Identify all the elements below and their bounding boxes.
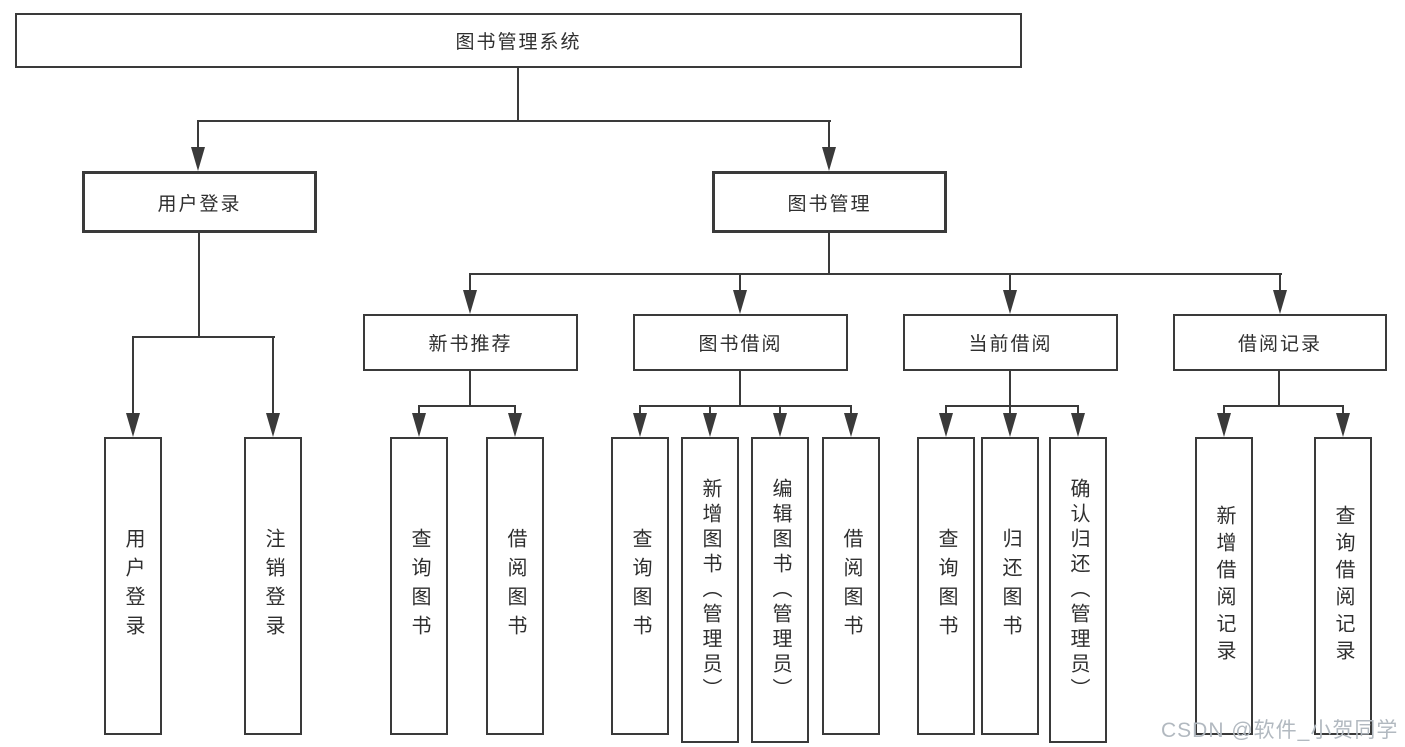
connector-new-books-stem (469, 273, 471, 293)
csdn-watermark: CSDN @软件_小贺同学 (1161, 719, 1399, 742)
connector-book-borrow-stem (739, 273, 741, 293)
leaf-query-books-1: 查询图书 (390, 437, 448, 735)
connector-borrow-records-stem (1279, 273, 1281, 293)
connector-stem (1009, 405, 1011, 417)
connector-book-mgmt-down (828, 233, 830, 275)
connector-user-login-down (198, 233, 200, 338)
arrowhead-book-borrow (733, 290, 747, 314)
node-root: 图书管理系统 (15, 13, 1022, 68)
node-book-borrow: 图书借阅 (633, 314, 848, 371)
leaf-query-books-2-label: 查询图书 (629, 528, 651, 644)
connector-stem (1077, 405, 1079, 417)
leaf-add-books-label: 新增图书（管理员） (699, 477, 721, 703)
arrowhead-leaf-logout (266, 413, 280, 437)
connector-stem (1342, 405, 1344, 417)
node-root-label: 图书管理系统 (455, 32, 582, 53)
leaf-logout-label: 注销登录 (262, 528, 284, 644)
leaf-add-borrow-record: 新增借阅记录 (1195, 437, 1253, 735)
connector-borrow-records-rail (1223, 405, 1344, 407)
node-current-borrow: 当前借阅 (903, 314, 1118, 371)
arrowhead-query-books-1 (412, 413, 426, 437)
connector-new-books-rail (418, 405, 516, 407)
leaf-query-books-1-label: 查询图书 (408, 528, 430, 644)
leaf-borrow-books-2-label: 借阅图书 (840, 528, 862, 644)
arrowhead-user-login (191, 147, 205, 171)
node-book-borrow-label: 图书借阅 (698, 334, 783, 355)
connector-user-login-rail (132, 336, 275, 338)
arrowhead-current-borrow (1003, 290, 1017, 314)
connector-user-login-stem (197, 120, 199, 150)
connector-book-borrow-rail (639, 405, 852, 407)
connector-stem (418, 405, 420, 417)
leaf-query-books-2: 查询图书 (611, 437, 669, 735)
leaf-query-books-3-label: 查询图书 (935, 528, 957, 644)
arrowhead-query-books-2 (633, 413, 647, 437)
connector-stem (709, 405, 711, 417)
connector-stem (1223, 405, 1225, 417)
connector-book-mgmt-rail (469, 273, 1282, 275)
arrowhead-borrow-books-2 (844, 413, 858, 437)
connector-leaf-logout-stem (272, 336, 274, 416)
node-borrow-records-label: 借阅记录 (1237, 334, 1322, 355)
node-user-login-label: 用户登录 (157, 193, 242, 215)
leaf-edit-books-label: 编辑图书（管理员） (769, 477, 791, 703)
leaf-user-login-label: 用户登录 (122, 528, 144, 644)
arrowhead-add-record (1217, 413, 1231, 437)
leaf-borrow-books-1-label: 借阅图书 (504, 528, 526, 644)
connector-stem (945, 405, 947, 417)
connector-root-rail (197, 120, 831, 122)
arrowhead-query-record (1336, 413, 1350, 437)
node-book-mgmt-label: 图书管理 (787, 193, 872, 215)
arrowhead-book-mgmt (822, 147, 836, 171)
arrowhead-borrow-books-1 (508, 413, 522, 437)
node-current-borrow-label: 当前借阅 (968, 334, 1053, 355)
arrowhead-new-books (463, 290, 477, 314)
arrowhead-edit-books (773, 413, 787, 437)
connector-book-mgmt-stem (828, 120, 830, 150)
node-new-books: 新书推荐 (363, 314, 578, 371)
leaf-return-books: 归还图书 (981, 437, 1039, 735)
connector-stem (850, 405, 852, 417)
connector-new-books-down (469, 371, 471, 407)
connector-book-borrow-down (739, 371, 741, 407)
node-user-login: 用户登录 (82, 171, 317, 233)
connector-current-borrow-rail (945, 405, 1079, 407)
leaf-query-borrow-record: 查询借阅记录 (1314, 437, 1372, 735)
arrowhead-query-books-3 (939, 413, 953, 437)
leaf-query-borrow-record-label: 查询借阅记录 (1332, 505, 1354, 667)
leaf-borrow-books-1: 借阅图书 (486, 437, 544, 735)
connector-leaf-login-stem (132, 336, 134, 416)
leaf-confirm-return: 确认归还（管理员） (1049, 437, 1107, 743)
connector-current-borrow-stem (1009, 273, 1011, 293)
leaf-logout: 注销登录 (244, 437, 302, 735)
connector-borrow-records-down (1278, 371, 1280, 407)
leaf-borrow-books-2: 借阅图书 (822, 437, 880, 735)
leaf-edit-books: 编辑图书（管理员） (751, 437, 809, 743)
leaf-query-books-3: 查询图书 (917, 437, 975, 735)
connector-stem (639, 405, 641, 417)
arrowhead-borrow-records (1273, 290, 1287, 314)
connector-root-stem (517, 68, 519, 122)
node-borrow-records: 借阅记录 (1173, 314, 1387, 371)
leaf-confirm-return-label: 确认归还（管理员） (1067, 477, 1089, 703)
leaf-add-books: 新增图书（管理员） (681, 437, 739, 743)
leaf-add-borrow-record-label: 新增借阅记录 (1213, 505, 1235, 667)
connector-stem (779, 405, 781, 417)
arrowhead-return-books (1003, 413, 1017, 437)
node-book-mgmt: 图书管理 (712, 171, 947, 233)
leaf-user-login: 用户登录 (104, 437, 162, 735)
arrowhead-add-books (703, 413, 717, 437)
connector-current-borrow-down (1009, 371, 1011, 407)
leaf-return-books-label: 归还图书 (999, 528, 1021, 644)
node-new-books-label: 新书推荐 (428, 334, 513, 355)
arrowhead-confirm-return (1071, 413, 1085, 437)
arrowhead-leaf-login (126, 413, 140, 437)
connector-stem (514, 405, 516, 417)
